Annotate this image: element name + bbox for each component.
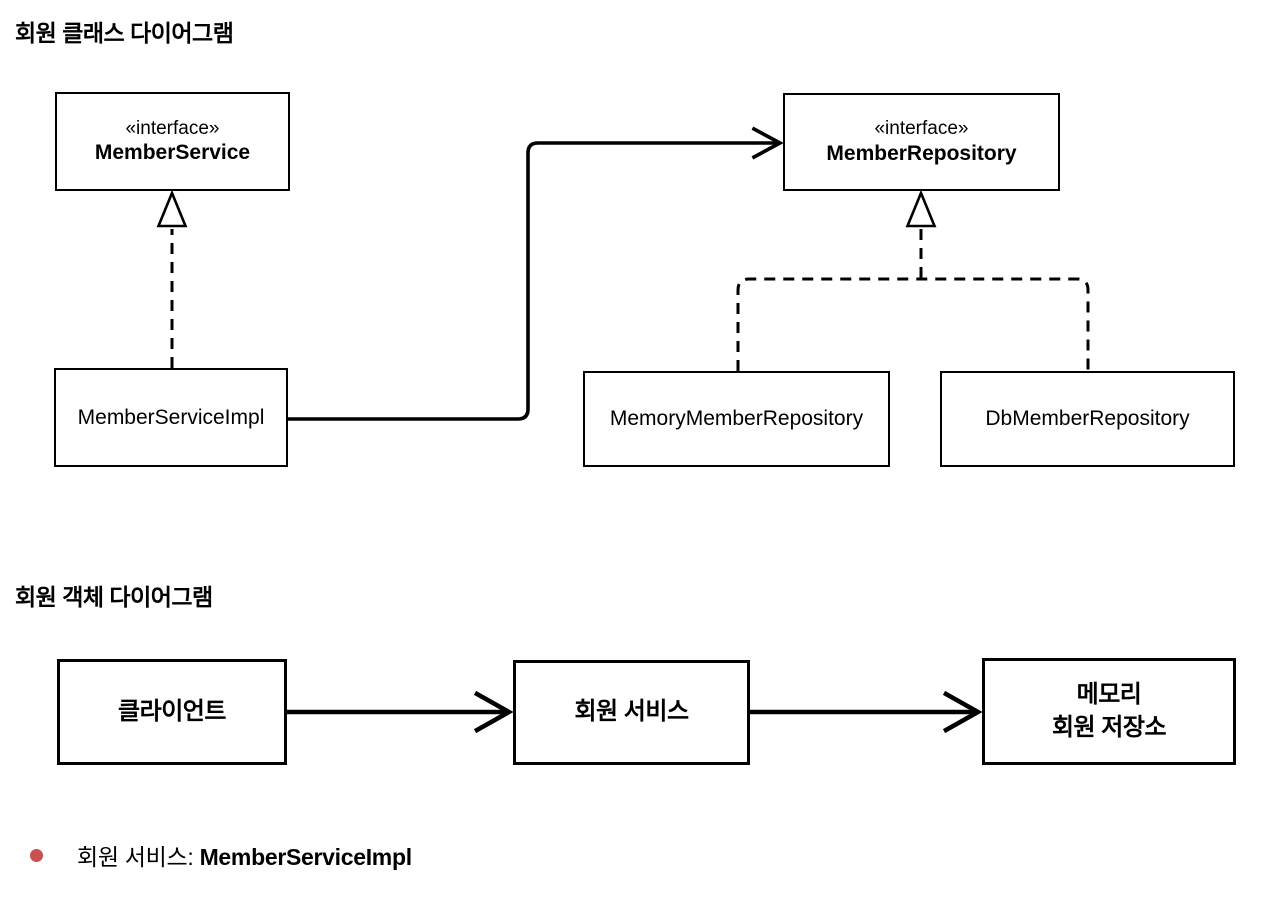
- memory-member-store-name-line2: 회원 저장소: [1051, 713, 1167, 741]
- object-box-member-service: 회원 서비스: [513, 660, 750, 765]
- object-arrow-service-to-store: [750, 690, 983, 734]
- memberrepository-stereotype: «interface»: [874, 118, 969, 139]
- class-diagram-title: 회원 클래스 다이어그램: [15, 20, 234, 46]
- class-box-memberserviceimpl: MemberServiceImpl: [54, 368, 288, 467]
- memorymemberrepository-name: MemoryMemberRepository: [609, 407, 864, 430]
- memberserviceimpl-name: MemberServiceImpl: [77, 405, 265, 429]
- object-diagram-title: 회원 객체 다이어그램: [15, 584, 213, 610]
- bullet-note-text: 회원 서비스: MemberServiceImpl: [77, 838, 412, 872]
- memberservice-stereotype: «interface»: [125, 117, 220, 139]
- realization-arrow-memberservice: [156, 189, 188, 368]
- memberrepository-name: MemberRepository: [826, 141, 1017, 165]
- bullet-dot-icon: [30, 848, 43, 862]
- realization-arrow-memberrepository: [736, 189, 1090, 371]
- bullet-note-value: MemberServiceImpl: [199, 844, 413, 870]
- dependency-arrow-memberrepository: [288, 126, 784, 421]
- object-box-memory-member-store: 메모리 회원 저장소: [982, 658, 1236, 765]
- member-service-name: 회원 서비스: [574, 698, 689, 726]
- object-arrow-client-to-service: [287, 690, 514, 734]
- memory-member-store-name-line1: 메모리: [1076, 681, 1142, 709]
- memberservice-name: MemberService: [94, 141, 251, 165]
- object-box-client: 클라이언트: [57, 659, 287, 765]
- class-box-memorymemberrepository: MemoryMemberRepository: [583, 371, 890, 467]
- class-box-memberservice: «interface» MemberService: [55, 92, 290, 191]
- class-box-memberrepository: «interface» MemberRepository: [783, 93, 1060, 191]
- client-name: 클라이언트: [118, 697, 226, 725]
- bullet-note-label: 회원 서비스:: [77, 844, 200, 870]
- dbmemberrepository-name: DbMemberRepository: [985, 407, 1190, 430]
- bullet-note: 회원 서비스: MemberServiceImpl: [30, 838, 412, 872]
- class-box-dbmemberrepository: DbMemberRepository: [940, 371, 1235, 467]
